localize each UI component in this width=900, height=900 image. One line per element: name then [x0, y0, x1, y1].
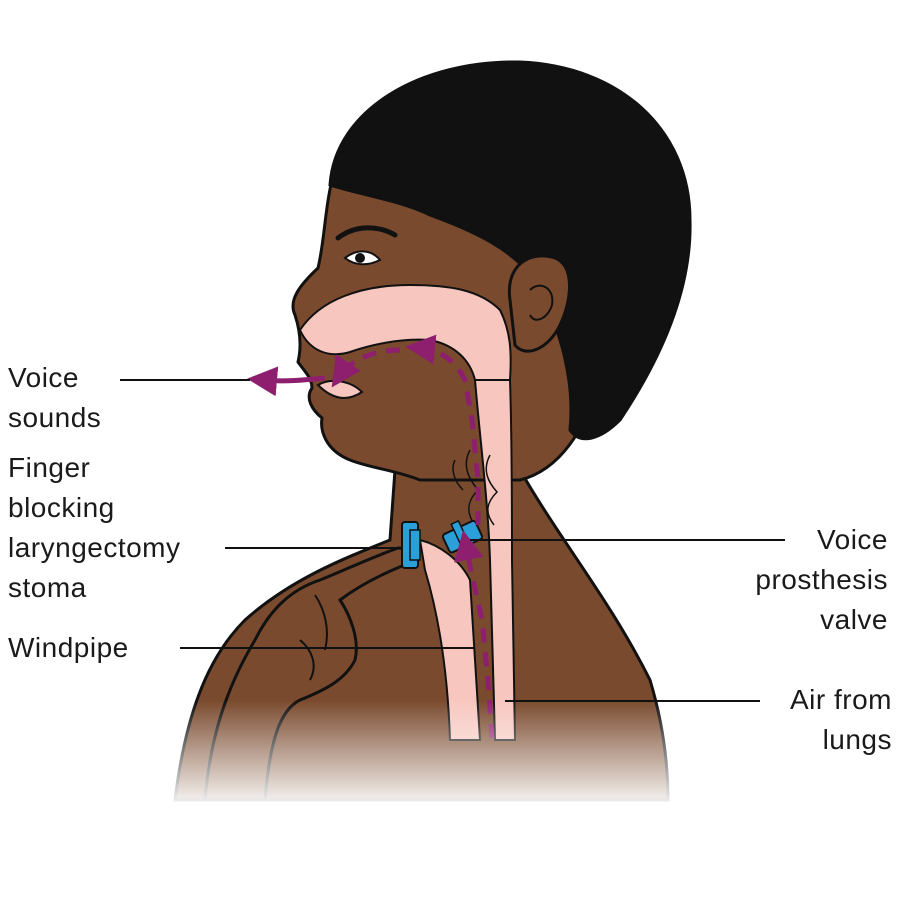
windpipe-line1: Windpipe	[8, 632, 129, 663]
finger-blocking-line3: laryngectomy	[8, 532, 181, 563]
air-from-lungs-line1: Air from	[790, 684, 892, 715]
voice-sounds-line2: sounds	[8, 402, 102, 433]
eyebrow	[335, 225, 398, 241]
voice-prosthesis-line2: prosthesis	[755, 564, 888, 595]
finger-blocking-line2: blocking	[8, 492, 115, 523]
air-from-lungs-label: Air from lungs	[790, 680, 892, 760]
finger-blocking-line1: Finger	[8, 452, 91, 483]
finger-blocking-label: Finger blocking laryngectomy stoma	[8, 448, 181, 608]
voice-sounds-label: Voice sounds	[8, 358, 101, 438]
windpipe-label: Windpipe	[8, 628, 129, 668]
airflow-mouth-arrow	[331, 347, 401, 388]
voice-sounds-line1: Voice	[8, 362, 79, 393]
voice-prosthesis-line1: Voice	[817, 524, 888, 555]
ear	[507, 254, 571, 353]
voice-prosthesis-line3: valve	[820, 604, 888, 635]
finger-blocking-line4: stoma	[8, 572, 87, 603]
hair	[328, 60, 692, 441]
stoma-cover-icon	[401, 521, 421, 569]
voice-sounds-arrow	[247, 366, 326, 397]
voice-prosthesis-label: Voice prosthesis valve	[755, 520, 888, 640]
air-from-lungs-line2: lungs	[822, 724, 892, 755]
airflow-pharynx-arrow	[405, 334, 481, 525]
airflow-lungs-arrow	[454, 530, 495, 739]
